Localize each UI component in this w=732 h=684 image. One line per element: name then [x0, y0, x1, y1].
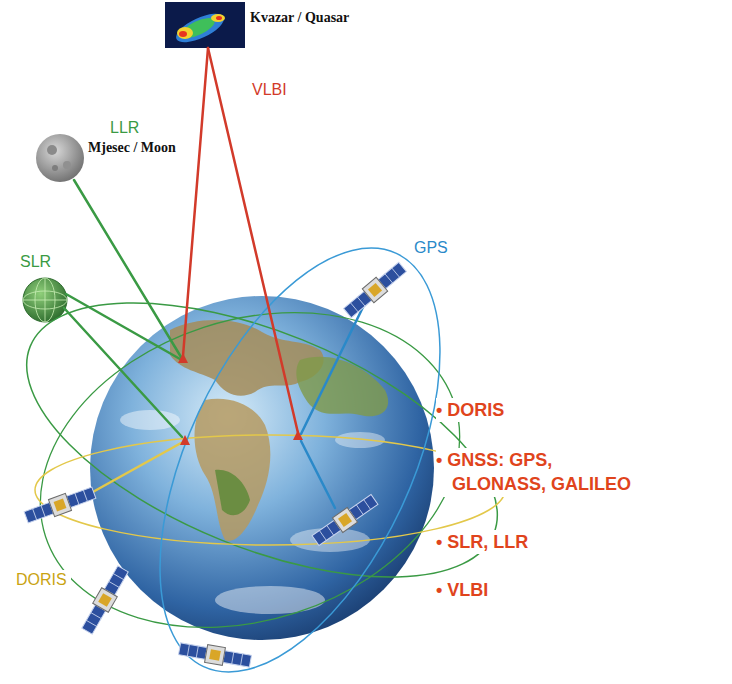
cloud: [215, 586, 325, 614]
signal-lines: [64, 48, 365, 508]
method-label: VLBI: [250, 80, 289, 99]
node-text: Mjesec / Moon: [86, 140, 180, 157]
crater: [47, 145, 57, 155]
moon: [36, 134, 84, 182]
slr-line: [66, 294, 180, 359]
gps-satellite: [342, 260, 409, 320]
orbit: [0, 261, 501, 679]
doris-satellite: [23, 484, 97, 526]
satellite: [310, 492, 379, 548]
continent: [194, 399, 270, 541]
quasar-core: [216, 16, 222, 20]
bullet-item: • SLR, LLR: [436, 530, 642, 554]
bullet-item: • DORIS: [436, 398, 642, 422]
slr-label: SLR: [18, 252, 56, 273]
satellite: [178, 640, 252, 670]
quasar-label: Kvazar / Quasar: [248, 10, 354, 28]
bullet-item: • VLBI: [436, 578, 642, 602]
quasar-glow: [211, 14, 225, 22]
orbits: [0, 206, 534, 684]
quasar-glow: [172, 8, 228, 48]
cloud: [120, 410, 180, 430]
gps-line: [301, 441, 335, 508]
vlbi-line: [183, 48, 208, 356]
slr-ball: [23, 278, 67, 322]
gps-line: [301, 303, 365, 434]
method-label: LLR: [108, 118, 141, 137]
earth: [90, 296, 434, 640]
gps-orbit: [102, 206, 498, 684]
node-text: Kvazar / Quasar: [248, 10, 354, 27]
bullet-item: • GNSS: GPS, GLONASS, GALILEO: [436, 448, 642, 497]
moon-disc: [36, 134, 84, 182]
node-text: SLR: [18, 252, 56, 271]
slr-sphere: [23, 278, 67, 322]
quasar-frame: [165, 2, 245, 48]
node-text: GPS: [412, 238, 452, 257]
doris-orbit: [35, 435, 505, 545]
crater: [63, 161, 71, 169]
doris-label: DORIS: [14, 570, 71, 591]
station-marker: [293, 430, 303, 440]
satellite: [79, 564, 131, 635]
doris-line: [82, 443, 181, 498]
node-text: DORIS: [14, 570, 71, 589]
gps-label: GPS: [412, 238, 452, 259]
continent: [296, 357, 388, 416]
cloud: [335, 432, 385, 448]
slr-grid: [45, 278, 46, 322]
station-marker: [178, 353, 188, 363]
ground-stations: [178, 353, 303, 445]
moon-label: Mjesec / Moon: [86, 140, 180, 158]
slr-line: [64, 308, 182, 437]
crater: [52, 165, 58, 171]
earth-globe: [90, 296, 434, 640]
vlbi-line: [208, 48, 298, 433]
quasar-core: [179, 31, 187, 37]
quasar-glow: [177, 27, 193, 39]
station-marker: [180, 435, 190, 445]
continent: [215, 470, 250, 515]
quasar-image: [165, 2, 245, 48]
